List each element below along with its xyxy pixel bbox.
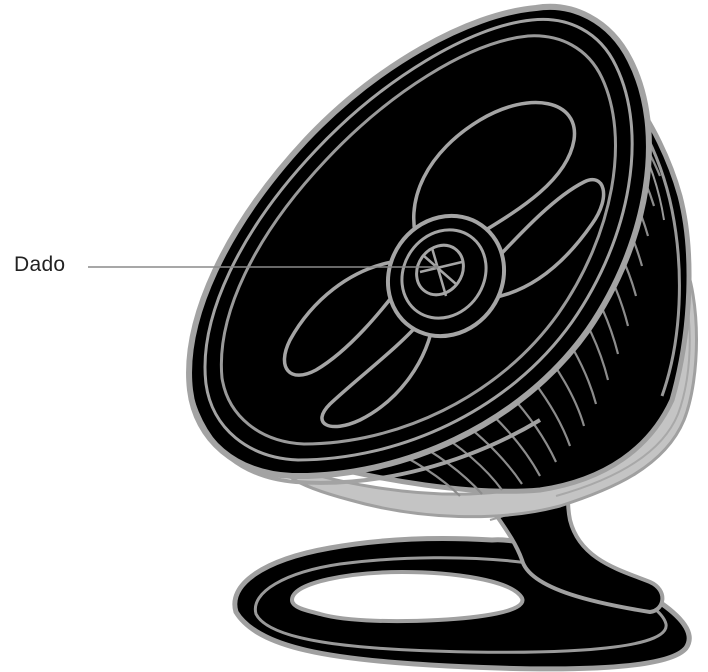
- callout-label-dado: Dado: [14, 253, 65, 277]
- callout-leader-dot: [434, 265, 438, 269]
